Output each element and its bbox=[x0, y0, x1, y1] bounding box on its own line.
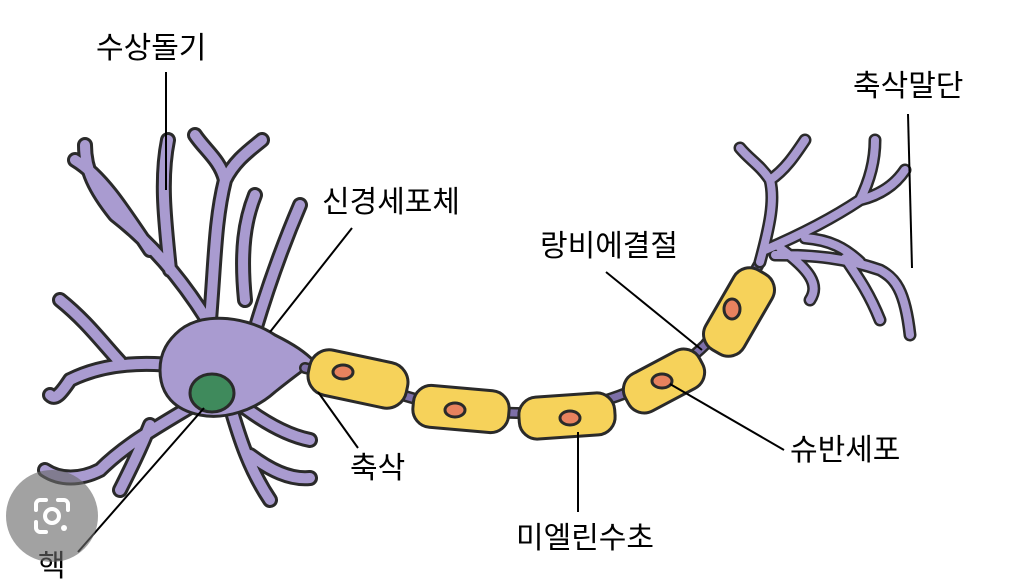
label-soma: 신경세포체 bbox=[322, 185, 460, 220]
leader-schwann bbox=[669, 383, 785, 451]
label-node-of-ranvier: 랑비에결절 bbox=[540, 229, 678, 264]
label-axon-terminal: 축삭말단 bbox=[853, 69, 964, 104]
visual-search-icon bbox=[34, 498, 70, 534]
leader-axon-terminal bbox=[907, 113, 913, 269]
leader-node bbox=[605, 271, 703, 351]
nucleus-shape bbox=[188, 372, 236, 414]
dendrites bbox=[37, 127, 318, 508]
neuron-body-group bbox=[37, 127, 917, 508]
visual-search-button[interactable] bbox=[6, 470, 98, 562]
leader-nucleus bbox=[77, 407, 205, 553]
schwann-nucleus bbox=[331, 363, 355, 381]
myelin-segments bbox=[306, 266, 776, 441]
label-schwann-cell: 슈반세포 bbox=[790, 433, 901, 468]
label-myelin-sheath: 미엘린수초 bbox=[516, 521, 654, 556]
dendrite-fill bbox=[40, 130, 315, 505]
leader-lines bbox=[77, 72, 913, 553]
leader-soma bbox=[269, 227, 353, 333]
leader-axon bbox=[317, 391, 359, 449]
myelin-segment bbox=[306, 348, 410, 410]
schwann-nucleus bbox=[650, 372, 674, 390]
schwann-nucleus bbox=[558, 409, 582, 427]
label-dendrite: 수상돌기 bbox=[96, 31, 207, 66]
schwann-nucleus bbox=[722, 297, 742, 321]
soma-shape bbox=[158, 316, 317, 418]
label-axon: 축삭 bbox=[350, 451, 406, 486]
schwann-nucleus bbox=[443, 401, 467, 419]
axon-terminals bbox=[733, 133, 917, 342]
